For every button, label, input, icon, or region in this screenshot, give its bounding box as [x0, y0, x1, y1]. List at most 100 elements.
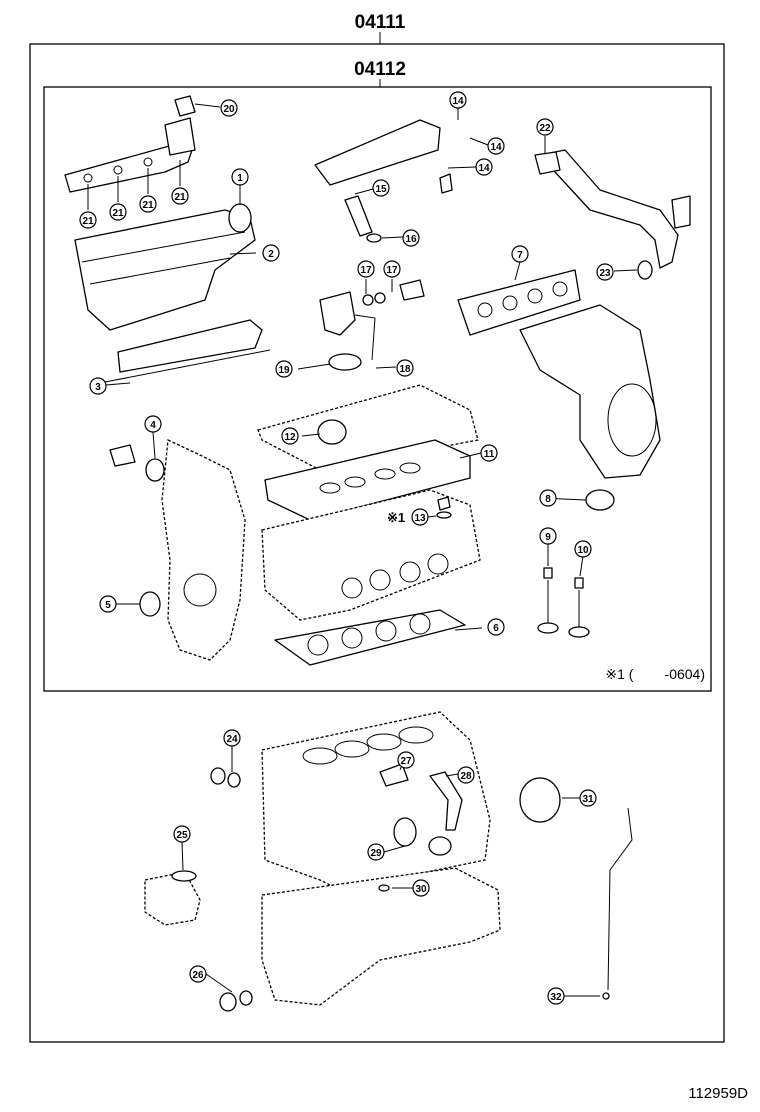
callout-10: 10	[574, 540, 592, 558]
callout-18: 18	[396, 359, 414, 377]
svg-text:12: 12	[284, 432, 296, 443]
svg-text:10: 10	[577, 545, 589, 556]
callout-leaders	[105, 103, 638, 997]
note-symbol-marker: ※1	[387, 510, 405, 525]
svg-text:2: 2	[268, 249, 274, 260]
o-ring-part	[228, 203, 252, 233]
cylinder-head-cover	[74, 209, 256, 331]
timing-chain-cover	[161, 439, 246, 661]
svg-text:30: 30	[415, 884, 427, 895]
svg-text:27: 27	[400, 756, 412, 767]
callout-24: 24	[223, 729, 241, 747]
exhaust-gasket	[585, 489, 615, 511]
exhaust-manifold-gasket	[457, 269, 581, 336]
callout-17a: 17	[357, 260, 375, 278]
cylinder-head-gasket	[274, 609, 466, 666]
callout-numbers: 1 2 3 4 5 6 7 8 9 10 11 12 13 14 14 14 1…	[79, 91, 614, 1005]
callout-12: 12	[281, 427, 299, 445]
range-note: ※1 ( -0604)	[605, 666, 705, 682]
callout-25: 25	[173, 825, 191, 843]
callout-11: 11	[480, 444, 498, 462]
callout-27: 27	[397, 751, 415, 769]
callout-3: 3	[89, 377, 107, 395]
callout-32: 32	[547, 987, 565, 1005]
callout-14b: 14	[487, 137, 505, 155]
callout-7: 7	[511, 245, 529, 263]
svg-text:3: 3	[95, 382, 101, 393]
callout-21d: 21	[171, 187, 189, 205]
oil-filter-bracket	[144, 870, 201, 926]
svg-text:8: 8	[545, 494, 551, 505]
svg-text:9: 9	[545, 532, 551, 543]
svg-text:15: 15	[375, 184, 387, 195]
callout-15: 15	[372, 179, 390, 197]
water-inlet	[109, 444, 165, 482]
svg-text:19: 19	[278, 365, 290, 376]
svg-text:31: 31	[582, 794, 594, 805]
svg-text:17: 17	[360, 265, 372, 276]
callout-21c: 21	[139, 195, 157, 213]
plug-13	[436, 496, 452, 519]
exhaust-pipe	[534, 149, 691, 280]
callout-28: 28	[457, 766, 475, 784]
svg-text:14: 14	[478, 163, 490, 174]
callout-21b: 21	[109, 203, 127, 221]
rear-oil-seal	[519, 777, 561, 823]
callout-20: 20	[220, 99, 238, 117]
svg-text:21: 21	[174, 192, 186, 203]
callout-29: 29	[367, 843, 385, 861]
svg-text:29: 29	[370, 848, 382, 859]
oil-dipstick	[602, 807, 633, 1000]
callout-13: 13	[411, 508, 429, 526]
svg-text:24: 24	[226, 734, 238, 745]
svg-text:21: 21	[82, 216, 94, 227]
callout-5: 5	[99, 595, 117, 613]
svg-text:28: 28	[460, 771, 472, 782]
callout-2: 2	[262, 244, 280, 262]
callout-30: 30	[412, 879, 430, 897]
fuel-delivery-pipe	[314, 119, 453, 243]
svg-text:25: 25	[176, 830, 188, 841]
intake-manifold-upper	[64, 95, 196, 193]
svg-text:1: 1	[237, 173, 243, 184]
callout-21a: 21	[79, 211, 97, 229]
oil-pan	[261, 867, 501, 1006]
svg-text:14: 14	[452, 96, 464, 107]
svg-text:18: 18	[399, 364, 411, 375]
callout-1: 1	[231, 168, 249, 186]
outer-kit-number: 04111	[355, 12, 406, 33]
svg-text:21: 21	[142, 200, 154, 211]
callout-26: 26	[189, 965, 207, 983]
callout-31: 31	[579, 789, 597, 807]
svg-text:7: 7	[517, 250, 523, 261]
timing-cover-strip	[99, 319, 271, 384]
callout-9: 9	[539, 527, 557, 545]
svg-text:13: 13	[414, 513, 426, 524]
svg-text:17: 17	[386, 265, 398, 276]
svg-text:22: 22	[539, 123, 551, 134]
callout-4: 4	[144, 415, 162, 433]
inner-kit-number: 04112	[354, 59, 406, 80]
svg-text:5: 5	[105, 600, 111, 611]
callout-19: 19	[275, 360, 293, 378]
svg-text:21: 21	[112, 208, 124, 219]
svg-text:4: 4	[150, 420, 156, 431]
svg-text:14: 14	[490, 142, 502, 153]
svg-text:32: 32	[550, 992, 562, 1003]
stud-bolts	[87, 160, 181, 210]
svg-text:6: 6	[493, 623, 499, 634]
svg-text:16: 16	[405, 234, 417, 245]
bolt-26	[219, 990, 253, 1012]
figure-id: 112959D	[688, 1085, 748, 1102]
callout-16: 16	[402, 229, 420, 247]
bolt-24	[210, 767, 241, 788]
inner-kit-frame	[43, 86, 712, 692]
callout-6: 6	[487, 618, 505, 636]
oil-seal	[139, 591, 161, 617]
callout-22: 22	[536, 118, 554, 136]
svg-text:20: 20	[223, 104, 235, 115]
callout-14c: 14	[475, 158, 493, 176]
callout-17b: 17	[383, 260, 401, 278]
oil-control-valve	[319, 279, 425, 371]
